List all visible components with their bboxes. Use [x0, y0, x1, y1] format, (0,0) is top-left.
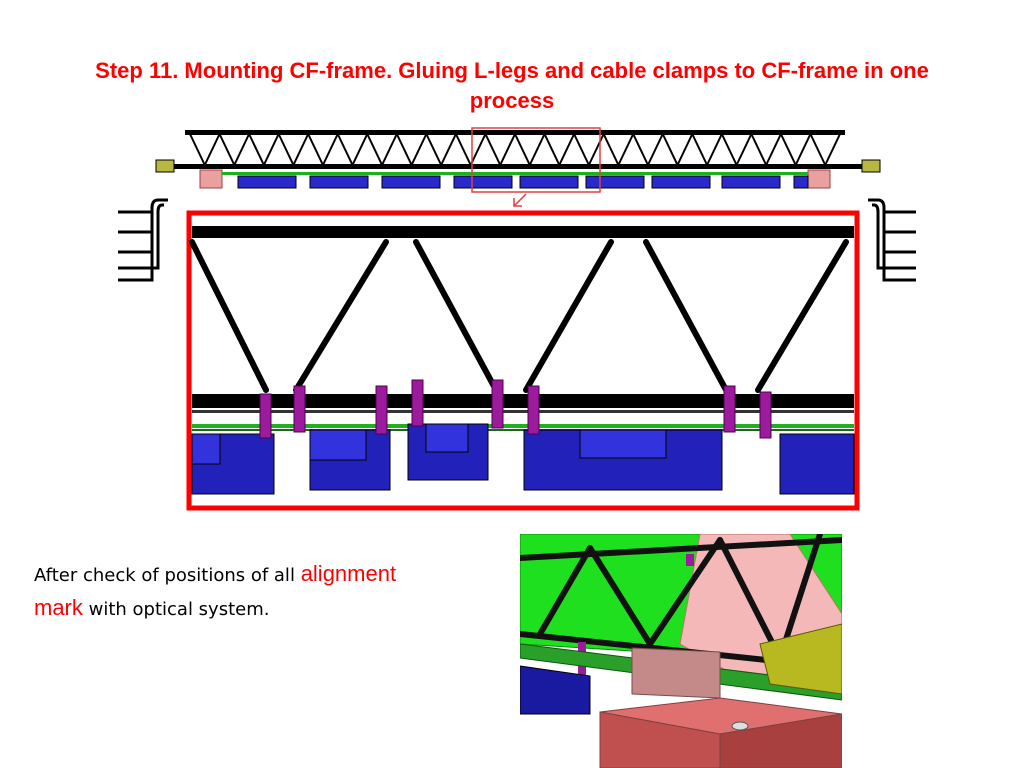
page-title: Step 11. Mounting CF-frame. Gluing L-leg… [20, 56, 1004, 116]
overview-diagonal [277, 133, 295, 166]
overview-diagonal [676, 133, 694, 166]
render-pink-base-front [599, 711, 721, 768]
overview-diagonal [336, 133, 354, 166]
zoom-frame-border [186, 210, 860, 511]
overview-diagonal [720, 133, 738, 166]
title-line-1: Step 11. Mounting CF-frame. Gluing L-leg… [95, 58, 929, 83]
overview-diagonal [528, 133, 546, 166]
zoom-arrow-icon [513, 193, 527, 207]
overview-module [721, 175, 781, 189]
left-end-clamp [155, 159, 175, 173]
right-pink-support [807, 169, 831, 189]
render-base-hole [731, 721, 749, 731]
render-pink-base-side [719, 713, 842, 768]
overview-diagonal [351, 133, 369, 166]
overview-module [585, 175, 645, 189]
zoom-region-box [471, 127, 601, 193]
title-line-2: process [469, 88, 555, 113]
overview-module [309, 175, 369, 189]
overview-diagonal [765, 133, 782, 166]
overview-diagonal [647, 133, 664, 166]
left-mount-rails [118, 198, 168, 282]
overview-diagonal [189, 133, 206, 166]
caption-before: After check of positions of all [34, 565, 295, 586]
caption-text: After check of positions of all alignmen… [34, 558, 474, 626]
overview-module [519, 175, 579, 189]
overview-diagonal [824, 133, 841, 166]
overview-diagonal [307, 133, 324, 166]
overview-diagonal [292, 133, 310, 166]
overview-diagonal [455, 133, 472, 166]
overview-diagonal [425, 133, 443, 166]
overview-diagonal [218, 133, 236, 166]
right-end-clamp [861, 159, 881, 173]
overview-diagonal [440, 133, 457, 166]
overview-diagonal [410, 133, 428, 166]
overview-board [222, 172, 808, 175]
zoom-diagonals [189, 239, 849, 393]
zoom-modules [191, 423, 855, 495]
overview-diagonal [469, 133, 487, 166]
overview-module [453, 175, 513, 189]
overview-diagonal [381, 133, 398, 166]
caption-highlight-alignment: alignment [300, 561, 397, 586]
overview-diagonal [809, 133, 827, 166]
overview-diagonal [558, 133, 575, 166]
overview-diagonal [262, 133, 280, 166]
overview-diagonal [248, 133, 265, 166]
zoom-bottom-chord [192, 394, 854, 408]
zoom-detail-drawing [186, 210, 860, 511]
render-3d-view [520, 534, 842, 768]
overview-diagonal [735, 133, 753, 166]
overview-module [381, 175, 441, 189]
zoom-board [192, 424, 854, 428]
overview-diagonal [794, 133, 812, 166]
zoom-bottom-chord-thin [192, 410, 854, 413]
overview-diagonal [514, 133, 531, 166]
caption-highlight-mark: mark [34, 595, 83, 620]
overview-module [237, 175, 297, 189]
overview-diagonal [661, 133, 679, 166]
render-blue-module [520, 665, 591, 715]
overview-diagonal [706, 133, 723, 166]
overview-diagonal [203, 133, 221, 166]
overview-diagonal [602, 133, 620, 166]
right-mount-rails [868, 198, 916, 282]
overview-module [793, 175, 809, 189]
left-pink-support [199, 169, 223, 189]
l-legs [259, 379, 772, 439]
caption-after: with optical system. [88, 599, 270, 620]
render-purple-leg-top [686, 554, 694, 566]
overview-diagonal [617, 133, 635, 166]
overview-truss-drawing [118, 127, 916, 282]
render-yellow-block [759, 623, 842, 695]
overview-diagonal [543, 133, 561, 166]
zoom-top-chord [192, 226, 854, 238]
overview-diagonal [780, 133, 797, 166]
zoom-board-line [192, 429, 854, 431]
overview-diagonal [366, 133, 383, 166]
overview-module [651, 175, 711, 189]
render-grey-block [631, 647, 721, 699]
overview-diagonal [573, 133, 590, 166]
overview-diagonal [233, 133, 250, 166]
overview-diagonal [484, 133, 502, 166]
overview-diagonal [322, 133, 339, 166]
overview-top-chord [185, 130, 845, 135]
overview-diagonal [587, 133, 605, 166]
overview-diagonal [499, 133, 516, 166]
overview-modules [237, 175, 809, 189]
overview-diagonal [632, 133, 649, 166]
overview-bottom-chord [170, 164, 870, 169]
overview-diagonals [189, 133, 841, 166]
overview-diagonal [691, 133, 708, 166]
overview-diagonal [395, 133, 413, 166]
overview-diagonal [750, 133, 768, 166]
